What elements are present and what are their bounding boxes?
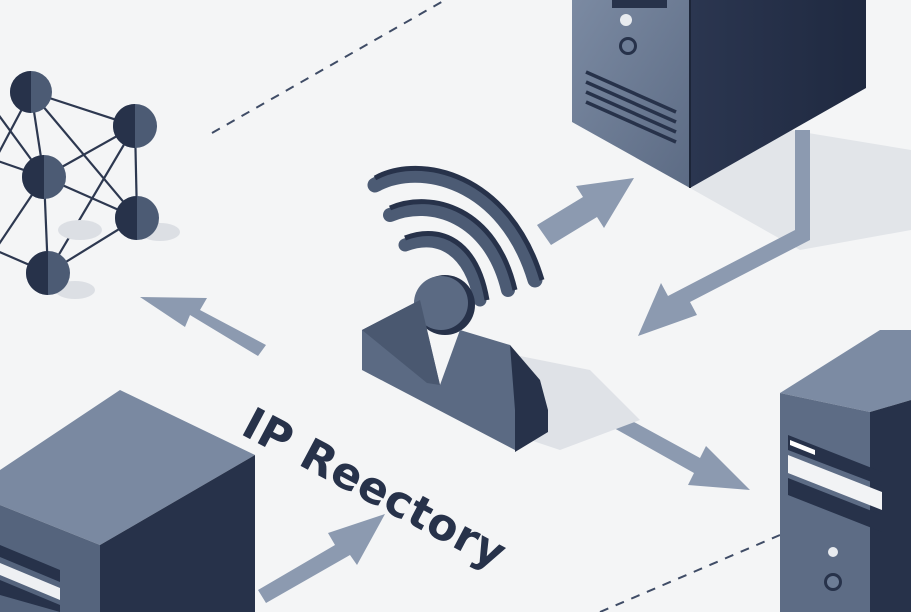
dashed-line-top bbox=[211, 0, 446, 134]
arrow-to-top-server bbox=[537, 178, 634, 245]
graph-node bbox=[10, 71, 52, 113]
flow-arrows bbox=[140, 130, 810, 603]
server-tower-icon bbox=[572, 0, 911, 250]
graph-node bbox=[115, 196, 159, 240]
dashed-connector-lines bbox=[211, 0, 781, 612]
graph-node bbox=[22, 155, 66, 199]
arrow-to-network bbox=[140, 297, 266, 356]
graph-node bbox=[26, 251, 70, 295]
arrow-from-bottom-server bbox=[258, 514, 385, 603]
network-graph-icon bbox=[0, 71, 180, 299]
server-tower-icon bbox=[0, 390, 255, 612]
dashed-line-bottom bbox=[599, 534, 781, 612]
user-wifi-icon bbox=[362, 165, 640, 452]
arrow-to-bottom-server bbox=[605, 410, 750, 490]
graph-node bbox=[113, 104, 157, 148]
arrow-down-left bbox=[638, 130, 810, 336]
server-tower-icon bbox=[780, 330, 911, 612]
